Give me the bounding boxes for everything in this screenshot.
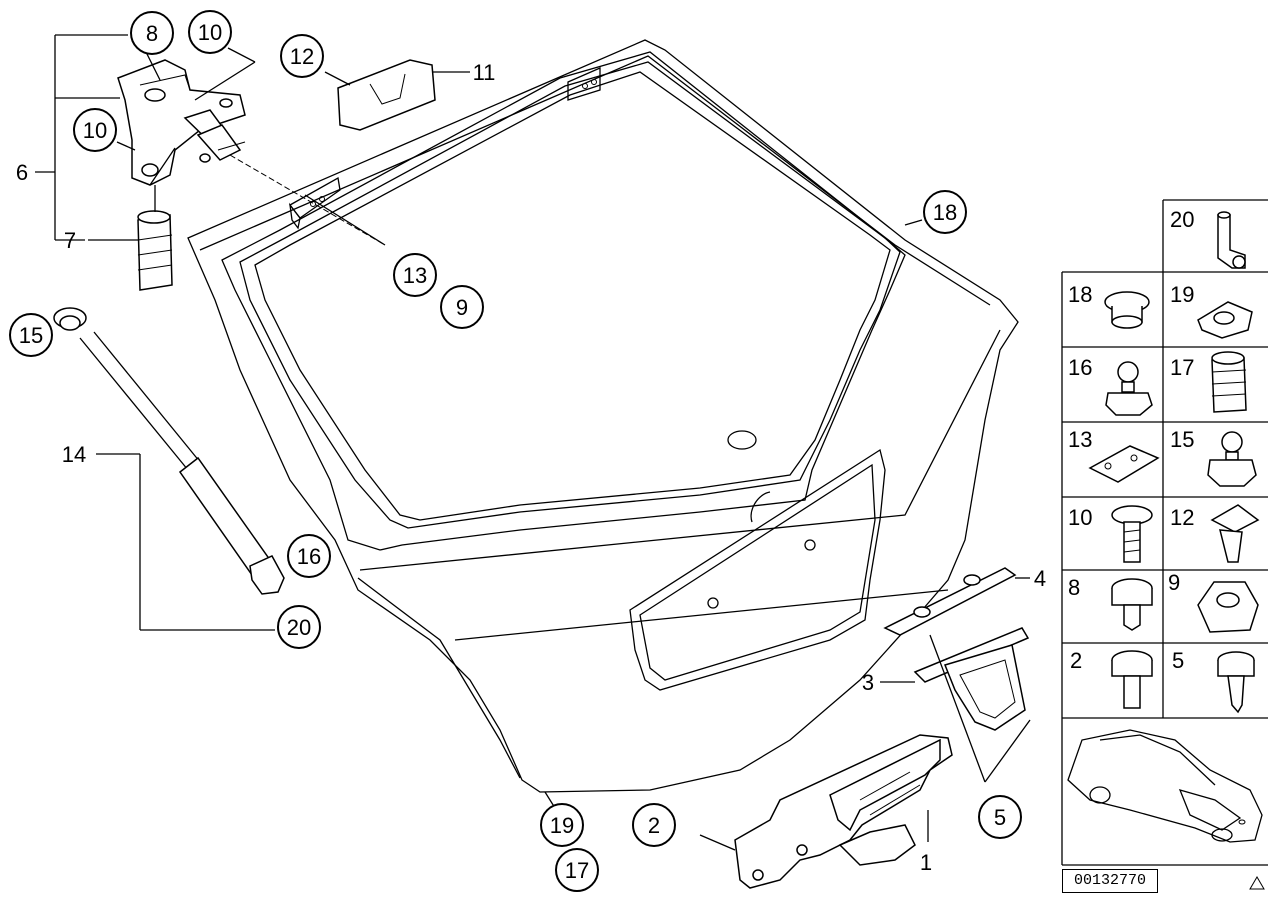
- label-11: 11: [473, 60, 496, 85]
- svg-text:12: 12: [290, 44, 314, 69]
- svg-text:17: 17: [1170, 355, 1194, 380]
- ball-stud-nut-icon: [1221, 431, 1243, 453]
- callout-16: 16: [287, 534, 331, 578]
- svg-text:16: 16: [1068, 355, 1092, 380]
- svg-text:2: 2: [1070, 648, 1082, 673]
- svg-text:10: 10: [198, 20, 222, 45]
- label-6: 6: [16, 160, 28, 185]
- callout-19: 19: [540, 803, 584, 847]
- svg-text:20: 20: [1170, 207, 1194, 232]
- callout-5: 5: [978, 795, 1022, 839]
- svg-text:5: 5: [994, 805, 1006, 830]
- svg-text:5: 5: [1172, 648, 1184, 673]
- svg-text:15: 15: [1170, 427, 1194, 452]
- svg-text:2: 2: [648, 813, 660, 838]
- callout-20: 20: [277, 605, 321, 649]
- bump-stop-icon: [1211, 357, 1247, 413]
- label-14: 14: [62, 442, 86, 467]
- gas-strut: [53, 307, 285, 631]
- label-3: 3: [862, 670, 874, 695]
- svg-text:8: 8: [1068, 575, 1080, 600]
- callout-10-left: 10: [73, 108, 117, 152]
- callout-13: 13: [393, 253, 437, 297]
- callout-15: 15: [9, 313, 53, 357]
- clip-nut-icon: [1210, 504, 1260, 533]
- callout-18: 18: [923, 190, 967, 234]
- svg-text:12: 12: [1170, 505, 1194, 530]
- svg-text:13: 13: [1068, 427, 1092, 452]
- svg-text:9: 9: [1168, 570, 1180, 595]
- svg-text:13: 13: [403, 263, 427, 288]
- plate-icon: [1088, 445, 1160, 483]
- callout-9: 9: [440, 285, 484, 329]
- page-corner-triangle: [1249, 876, 1265, 890]
- svg-text:10: 10: [83, 118, 107, 143]
- ball-stud-icon: [1117, 361, 1139, 383]
- callout-8: 8: [130, 11, 174, 55]
- svg-text:19: 19: [1170, 282, 1194, 307]
- svg-text:9: 9: [456, 295, 468, 320]
- callout-12: 12: [280, 34, 324, 78]
- svg-text:20: 20: [287, 615, 311, 640]
- label-4: 4: [1034, 566, 1046, 591]
- hinge-assembly: [117, 59, 246, 186]
- leader-lines: [35, 34, 923, 851]
- callout-2: 2: [632, 803, 676, 847]
- tailgate: [187, 39, 1019, 793]
- license-plate-recess: [629, 448, 886, 691]
- svg-text:8: 8: [146, 21, 158, 46]
- svg-text:10: 10: [1068, 505, 1092, 530]
- svg-text:18: 18: [933, 200, 957, 225]
- svg-text:16: 16: [297, 544, 321, 569]
- svg-text:15: 15: [19, 323, 43, 348]
- callout-17: 17: [555, 848, 599, 892]
- label-1: 1: [920, 850, 932, 875]
- cover-plate-11: [337, 59, 436, 131]
- washer-hole: [727, 430, 757, 450]
- striker-bracket-4: [883, 567, 1030, 636]
- rear-window: [254, 71, 891, 521]
- svg-text:18: 18: [1068, 282, 1092, 307]
- striker-3: [880, 627, 1031, 783]
- svg-text:19: 19: [550, 813, 574, 838]
- document-id: 00132770: [1062, 869, 1158, 893]
- car-thumbnail: [1067, 729, 1263, 843]
- hinge-cover-cap: [137, 185, 173, 291]
- parts-inventory-grid: 20 18 19 16 17 13 15 10: [1061, 199, 1268, 866]
- callout-10-top: 10: [188, 10, 232, 54]
- svg-text:17: 17: [565, 858, 589, 883]
- lock-assembly: [734, 734, 953, 889]
- label-7: 7: [64, 228, 76, 253]
